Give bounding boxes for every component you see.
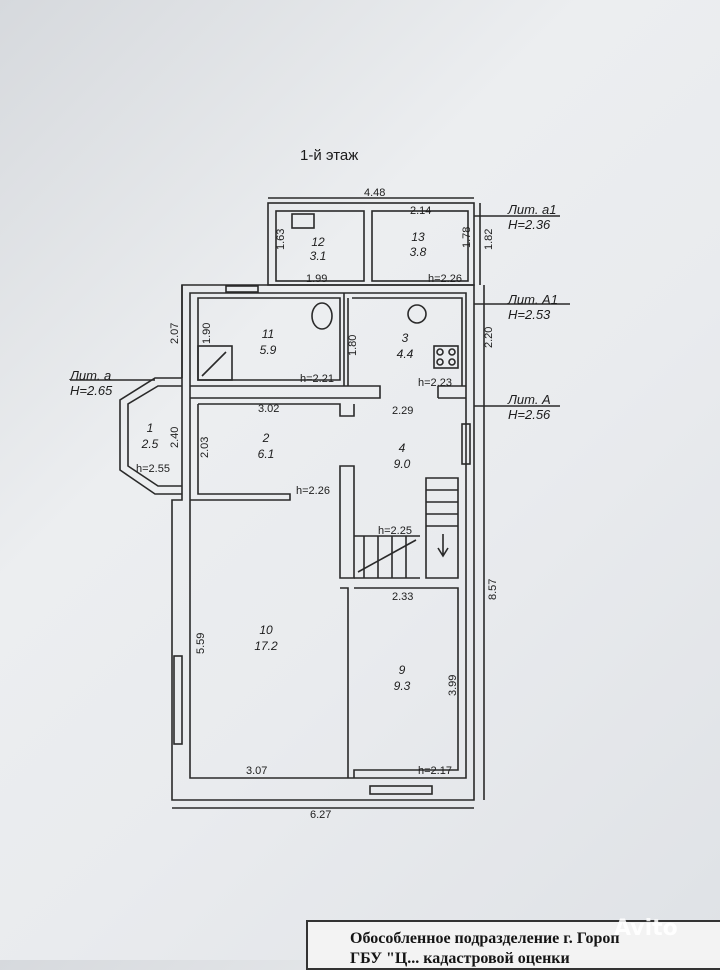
dim-2-33: 2.33 bbox=[392, 591, 413, 603]
window-north bbox=[225, 285, 259, 293]
dim-1-90: 1.90 bbox=[201, 323, 213, 344]
dim-3-07: 3.07 bbox=[246, 765, 267, 777]
room-13-num: 13 bbox=[411, 230, 425, 244]
room-12-num: 12 bbox=[311, 235, 325, 249]
room-11-area: 5.9 bbox=[260, 343, 277, 357]
room-3-area: 4.4 bbox=[397, 347, 414, 361]
dim-5-59: 5.59 bbox=[195, 633, 207, 654]
dim-3-02: 3.02 bbox=[258, 403, 279, 415]
lit-A1-height: H=2.53 bbox=[508, 307, 551, 322]
dim-2-14: 2.14 bbox=[410, 205, 431, 217]
room-3-num: 3 bbox=[402, 331, 409, 345]
lit-a1-name: Лит. а1 bbox=[507, 202, 557, 217]
room-13-area: 3.8 bbox=[410, 245, 427, 259]
room-10-area: 17.2 bbox=[254, 639, 278, 653]
sink-icon bbox=[407, 304, 427, 324]
room-2-num: 2 bbox=[262, 431, 270, 445]
dim-6-27: 6.27 bbox=[310, 809, 331, 821]
dim-2-40: 2.40 bbox=[169, 427, 181, 448]
dim-1-63: 1.63 bbox=[275, 229, 287, 250]
room-1-num: 1 bbox=[147, 421, 154, 435]
room-1-area: 2.5 bbox=[141, 437, 159, 451]
dim-h-2-21: h=2.21 bbox=[300, 373, 334, 385]
dim-1-99: 1.99 bbox=[306, 273, 327, 285]
shower-icon bbox=[291, 213, 315, 229]
room-9-area: 9.3 bbox=[394, 679, 411, 693]
stove-icon bbox=[433, 345, 459, 369]
room-12-outline bbox=[275, 210, 365, 282]
dim-4-48: 4.48 bbox=[364, 187, 385, 199]
room-9-num: 9 bbox=[399, 663, 406, 677]
room-13-outline bbox=[371, 210, 469, 282]
dim-2-29: 2.29 bbox=[392, 405, 413, 417]
boiler-icon bbox=[197, 345, 233, 381]
avito-watermark: Avito bbox=[614, 916, 678, 941]
footer-line-2: ГБУ "Ц... кадастровой оценки bbox=[350, 950, 570, 967]
room-12-area: 3.1 bbox=[310, 249, 327, 263]
wall-11-2 bbox=[190, 385, 381, 399]
dim-1-80: 1.80 bbox=[347, 335, 359, 356]
dim-h-2-23: h=2.23 bbox=[418, 377, 452, 389]
room-2-area: 6.1 bbox=[258, 447, 275, 461]
dim-h-2-25: h=2.25 bbox=[378, 525, 412, 537]
dim-2-03: 2.03 bbox=[199, 437, 211, 458]
outer-wall bbox=[171, 284, 475, 801]
dim-2-07: 2.07 bbox=[169, 323, 181, 344]
lit-A1-name: Лит. А1 bbox=[507, 292, 558, 307]
lit-A-height: H=2.56 bbox=[508, 407, 551, 422]
lit-a-name: Лит. а bbox=[69, 368, 111, 383]
dim-2-20: 2.20 bbox=[483, 327, 495, 348]
plan-title: 1-й этаж bbox=[300, 147, 358, 164]
room-4-num: 4 bbox=[399, 441, 406, 455]
dim-1-78: 1.78 bbox=[461, 227, 473, 248]
room-10-num: 10 bbox=[259, 623, 273, 637]
dim-h-2-17: h=2.17 bbox=[418, 765, 452, 777]
window-south bbox=[369, 785, 433, 795]
dim-h-2-26-mid: h=2.26 bbox=[296, 485, 330, 497]
toilet-icon bbox=[311, 302, 333, 330]
inner-wall bbox=[189, 292, 467, 779]
dim-1-82: 1.82 bbox=[483, 229, 495, 250]
window-east bbox=[461, 423, 471, 465]
lit-a-height: H=2.65 bbox=[70, 383, 113, 398]
dim-8-57: 8.57 bbox=[487, 579, 499, 600]
dim-3-99: 3.99 bbox=[447, 675, 459, 696]
lit-a1-height: H=2.36 bbox=[508, 217, 551, 232]
room-11-num: 11 bbox=[262, 327, 274, 341]
dim-h-2-26-top: h=2.26 bbox=[428, 273, 462, 285]
lit-A-name: Лит. А bbox=[507, 392, 551, 407]
window-west bbox=[173, 655, 183, 745]
footer-line-1: Обособленное подразделение г. Гороп bbox=[350, 930, 620, 947]
room-4-area: 9.0 bbox=[394, 457, 411, 471]
dim-h-2-55: h=2.55 bbox=[136, 463, 170, 475]
